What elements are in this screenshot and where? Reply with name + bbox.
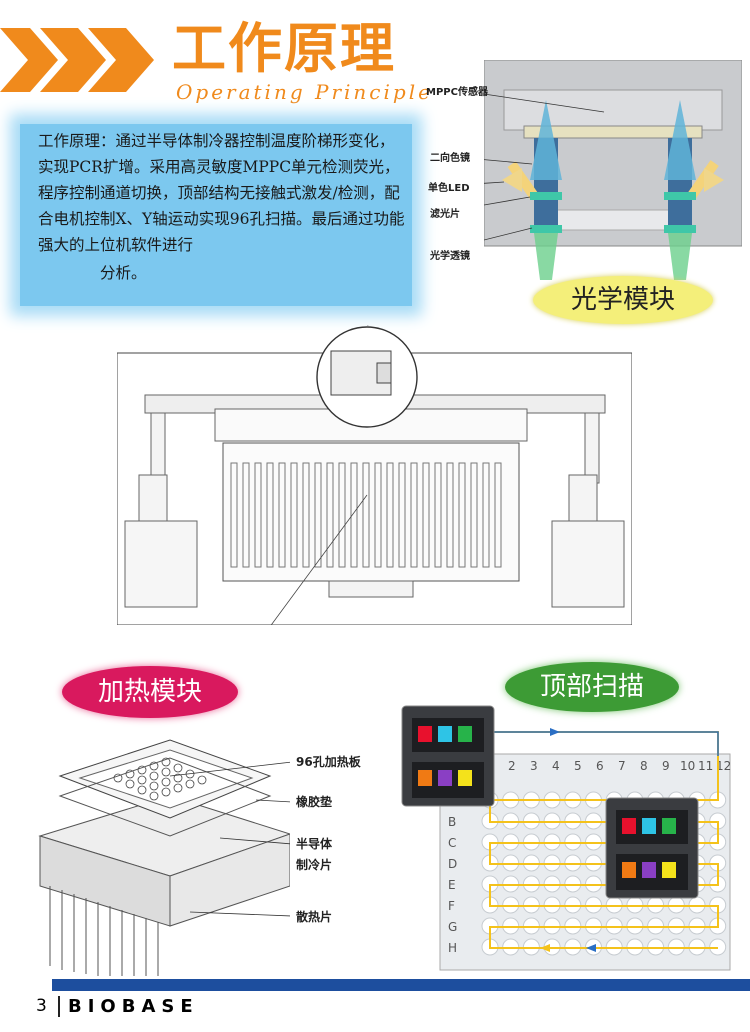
col-label: 6 xyxy=(596,759,604,773)
page-subtitle: Operating Principle xyxy=(176,80,433,104)
col-label: 2 xyxy=(508,759,516,773)
optical-module-diagram xyxy=(484,60,742,280)
page-number: 3 xyxy=(36,996,47,1016)
label-filter: 滤光片 xyxy=(430,209,460,220)
scan-head-top-left xyxy=(401,705,495,807)
intro-panel: 工作原理：通过半导体制冷器控制温度阶梯形变化，实现PCR扩增。采用高灵敏度MPP… xyxy=(20,124,412,306)
footer-bar xyxy=(52,979,750,991)
label-optical-lens: 光学透镜 xyxy=(430,251,470,262)
col-label: 5 xyxy=(574,759,582,773)
label-heatsink: 散热片 xyxy=(296,910,333,924)
row-label: E xyxy=(448,878,456,892)
label-led: 单色LED xyxy=(428,183,470,194)
row-label: D xyxy=(448,857,457,871)
row-label: H xyxy=(448,941,457,955)
heating-block-drawing xyxy=(38,739,290,976)
brand-logo: BIOBASE xyxy=(58,996,199,1017)
row-label: B xyxy=(448,815,456,829)
intro-text: 工作原理：通过半导体制冷器控制温度阶梯形变化，实现PCR扩增。采用高灵敏度MPP… xyxy=(38,132,405,254)
col-label: 9 xyxy=(662,759,670,773)
col-label: 7 xyxy=(618,759,626,773)
optical-module-label: 光学模块 xyxy=(570,285,675,315)
col-label: 8 xyxy=(640,759,648,773)
col-label: 11 xyxy=(698,759,713,773)
intro-text-tail: 分析。 xyxy=(100,264,147,282)
row-label: C xyxy=(448,836,456,850)
scan-module-label: 顶部扫描 xyxy=(539,672,644,702)
col-label: 3 xyxy=(530,759,538,773)
machine-drawing xyxy=(117,325,632,625)
label-mppc-sensor: MPPC传感器 xyxy=(426,87,488,98)
label-dichroic-mirror: 二向色镜 xyxy=(430,153,470,164)
row-label: F xyxy=(448,899,455,913)
scan-head-moving xyxy=(605,797,699,899)
label-semiconductor: 半导体 xyxy=(296,837,333,851)
heating-module-label: 加热模块 xyxy=(97,677,202,707)
col-label: 4 xyxy=(552,759,560,773)
label-cooling-chip: 制冷片 xyxy=(296,858,333,872)
col-label: 12 xyxy=(716,759,731,773)
label-96-well-plate: 96孔加热板 xyxy=(296,755,361,769)
page-title: 工作原理 xyxy=(172,16,396,80)
label-rubber-pad: 橡胶垫 xyxy=(296,795,333,809)
col-label: 10 xyxy=(680,759,695,773)
header-chevrons xyxy=(0,28,154,92)
well-plate-scan: 1 2 3 4 5 6 7 8 9 10 11 12 A B C D E F G… xyxy=(401,705,731,971)
row-label: G xyxy=(448,920,457,934)
